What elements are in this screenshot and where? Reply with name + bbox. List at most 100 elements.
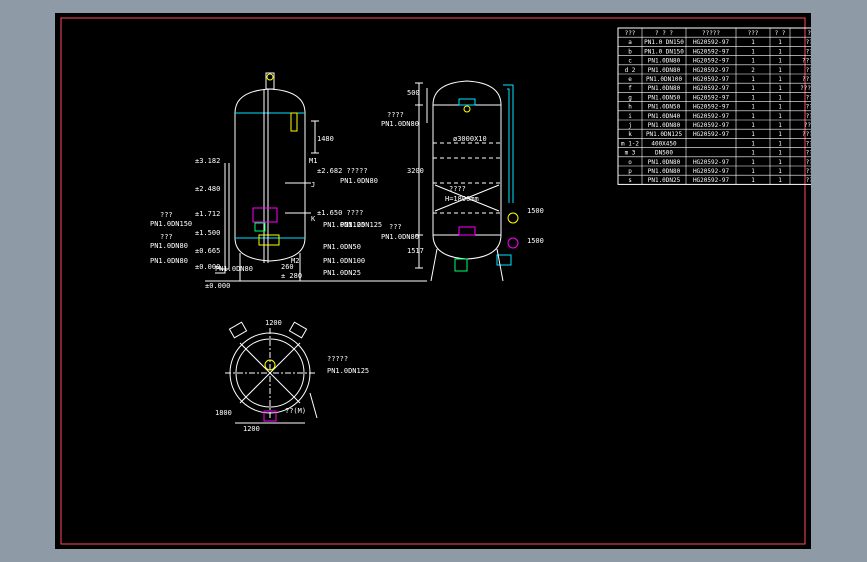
- table-cell: PN1.0DN80: [648, 58, 681, 65]
- right-label-3: PN1.0DN80: [381, 233, 419, 241]
- table-cell: 1: [751, 122, 755, 129]
- table-cell: ???: [806, 39, 811, 46]
- table-cell: HG20592-97: [693, 58, 730, 65]
- left-nozzle-label-3: PN1.0DN80: [150, 242, 188, 250]
- table-cell: b: [628, 48, 632, 55]
- table-cell: c: [628, 58, 632, 65]
- table-cell: 1: [778, 85, 782, 92]
- table-cell: o: [628, 159, 632, 166]
- cad-drawing: ±3.182 ±2.480 ±1.712 ±1.500 ±0.665 ±0.00…: [60, 17, 833, 545]
- elev-1712: ±1.712: [195, 210, 220, 218]
- table-cell: 1: [751, 177, 755, 184]
- table-cell: 1: [778, 39, 782, 46]
- elev-0665: ±0.665: [195, 247, 220, 255]
- right-label-0: ????: [387, 111, 404, 119]
- table-cell: 1: [778, 159, 782, 166]
- right-label-5: H=1800mm: [445, 195, 479, 203]
- table-cell: ???: [806, 140, 811, 147]
- left-nozzle-label-8: PN1.0DN25: [323, 269, 361, 277]
- table-cell: HG20592-97: [693, 85, 730, 92]
- table-cell: 1: [751, 85, 755, 92]
- elev-1500: ±1.500: [195, 229, 220, 237]
- left-nozzle-label-1: PN1.0DN150: [150, 220, 192, 228]
- plan-label-4: 1200: [243, 425, 260, 433]
- table-cell: 1: [751, 58, 755, 65]
- table-cell: 1: [751, 140, 755, 147]
- left-nozzle-label-2: ???: [160, 233, 173, 241]
- right-dim-1: 3200: [407, 167, 424, 175]
- table-cell: 1: [778, 168, 782, 175]
- table-cell: ???: [806, 150, 811, 157]
- table-cell: PN1.0DN80: [648, 85, 681, 92]
- right-label-2: ???: [389, 223, 402, 231]
- table-cell: HG20592-97: [693, 39, 730, 46]
- table-cell: 1: [778, 113, 782, 120]
- table-cell: 1: [751, 76, 755, 83]
- table-cell: h: [628, 104, 632, 111]
- left-annot-2: ±1.650 ????: [317, 209, 363, 217]
- table-cell: 1: [751, 94, 755, 101]
- table-cell: PN1.0 DN150: [644, 48, 684, 55]
- table-cell: 1: [751, 131, 755, 138]
- left-nozzle-label-0: ???: [160, 211, 173, 219]
- left-annot-7: M1: [309, 157, 317, 165]
- right-label-6: ø3000X10: [453, 135, 487, 143]
- table-cell: ???: [806, 177, 811, 184]
- table-cell: ????: [804, 122, 811, 129]
- table-cell: PN1.0DN100: [646, 76, 683, 83]
- drawing-sheet: ±3.182 ±2.480 ±1.712 ±1.500 ±0.665 ±0.00…: [55, 13, 833, 549]
- table-cell: 1: [751, 48, 755, 55]
- left-nozzle-label-7: PN1.0DN100: [323, 257, 365, 265]
- table-header-cell: ???: [748, 30, 759, 37]
- right-dim-4: 1500: [527, 237, 544, 245]
- table-cell: 400X450: [651, 140, 677, 147]
- table-cell: k: [628, 131, 632, 138]
- table-cell: a: [628, 39, 632, 46]
- table-cell: 1: [778, 122, 782, 129]
- left-nozzle-label-5: PN1.0DN80: [215, 265, 253, 273]
- elev-2480: ±2.480: [195, 185, 220, 193]
- left-annot-5: 260: [281, 263, 294, 271]
- table-cell: g: [628, 94, 632, 101]
- right-vessel-shell: [432, 80, 502, 260]
- left-top-nozzle: [265, 72, 275, 90]
- left-elevation-view: [205, 72, 427, 282]
- table-cell: 1: [751, 104, 755, 111]
- table-cell: PN1.0 DN150: [644, 39, 684, 46]
- table-cell: 1: [751, 159, 755, 166]
- table-cell: ???: [806, 168, 811, 175]
- left-nozzle-label-4: PN1.0DN80: [150, 257, 188, 265]
- table-cell: 1: [778, 48, 782, 55]
- table-cell: ?????: [802, 131, 811, 138]
- right-dim-2: 1517: [407, 247, 424, 255]
- table-cell: 1: [778, 104, 782, 111]
- table-header-cell: ??: [807, 30, 811, 37]
- elev-0000b: ±0.000: [205, 282, 230, 290]
- table-cell: 1: [778, 177, 782, 184]
- table-cell: ?????: [802, 76, 811, 83]
- table-cell: d 2: [625, 67, 636, 74]
- elev-3182: ±3.182: [195, 157, 220, 165]
- right-dim-0: 500: [407, 89, 420, 97]
- table-cell: HG20592-97: [693, 48, 730, 55]
- table-cell: m 1-2: [621, 140, 639, 147]
- table-cell: PN1.0DN80: [648, 168, 681, 175]
- left-annot-1: PN1.0DN80: [340, 177, 378, 185]
- table-header-cell: ???: [625, 30, 636, 37]
- table-cell: 1: [778, 150, 782, 157]
- table-cell: PN1.0DN80: [648, 67, 681, 74]
- table-cell: PN1.0DN80: [648, 122, 681, 129]
- table-cell: HG20592-97: [693, 76, 730, 83]
- left-annot-0: ±2.682 ?????: [317, 167, 368, 175]
- table-cell: PN1.0DN125: [646, 131, 683, 138]
- table-cell: ???: [806, 113, 811, 120]
- left-nozzle-label-9: PN1.0DN125: [323, 221, 365, 229]
- table-cell: ???: [806, 94, 811, 101]
- plan-label-2: 1200: [265, 319, 282, 327]
- table-cell: j: [628, 122, 632, 129]
- table-cell: 1: [751, 150, 755, 157]
- right-label-1: PN1.0DN80: [381, 120, 419, 128]
- table-cell: s: [628, 177, 632, 184]
- table-cell: PN1.0DN50: [648, 94, 681, 101]
